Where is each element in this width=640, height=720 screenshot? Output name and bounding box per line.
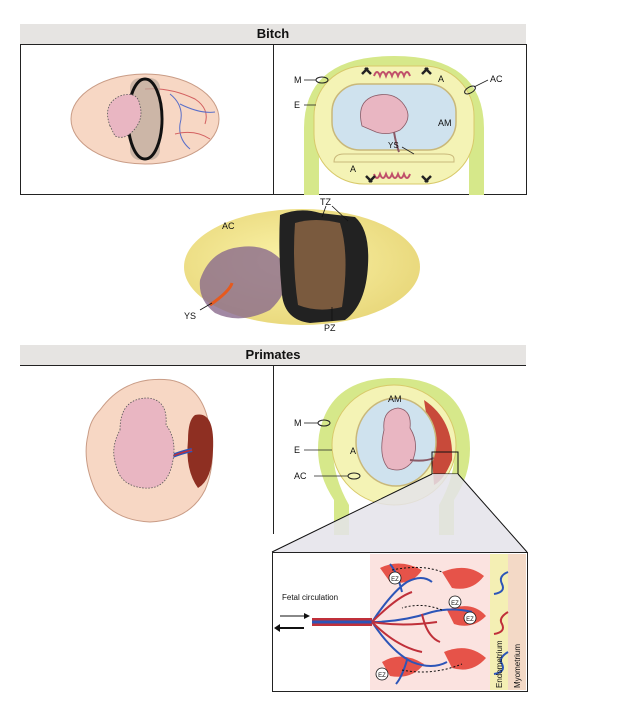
- svg-text:EZ: EZ: [391, 577, 399, 583]
- label-tz: TZ: [320, 197, 331, 207]
- section-title-primates: Primates: [245, 347, 301, 362]
- label-myometrium: Myometrium: [513, 644, 522, 688]
- ez-marker: EZ: [375, 667, 389, 681]
- label-m: M: [294, 75, 302, 85]
- ez-marker: EZ: [463, 611, 477, 625]
- fetus-in-sac: [199, 246, 287, 319]
- zonary-villi-bottom: [365, 171, 432, 183]
- svg-text:EZ: EZ: [466, 617, 474, 623]
- arrow-in-head: [304, 613, 310, 619]
- myometrium-layer: [508, 554, 526, 690]
- yolk-sac-vessel: [209, 282, 234, 307]
- section-header-primates: Primates: [20, 345, 526, 366]
- label-a-top: A: [438, 74, 444, 84]
- placental-zone: [294, 220, 346, 310]
- ys-leader: [401, 146, 415, 155]
- umbilical-cord: [393, 131, 400, 153]
- label-endometrium: Endometrium: [495, 640, 504, 688]
- bitch-conceptus-diagram: [70, 73, 220, 165]
- ys-leader: [199, 302, 213, 311]
- label-ys: YS: [388, 141, 399, 150]
- flow-arrows: [391, 566, 463, 673]
- placenta-detail-diagram: EZ EZ EZ EZ Fetal circulation Endometriu…: [274, 554, 526, 690]
- discoid-placenta: [187, 414, 214, 488]
- ez-marker: EZ: [388, 571, 402, 585]
- label-fetal-circulation: Fetal circulation: [282, 593, 338, 602]
- label-am: AM: [438, 118, 452, 128]
- label-e: E: [294, 445, 300, 455]
- canine-conceptus-photo: AC TZ YS PZ: [184, 197, 420, 333]
- label-e: E: [294, 100, 300, 110]
- primate-cross-section-diagram: M AM E A AC: [294, 378, 470, 535]
- maternal-spiral-arteries: [493, 571, 509, 675]
- label-am: AM: [388, 394, 402, 404]
- ez-marker: EZ: [448, 595, 462, 609]
- label-ac: AC: [490, 74, 503, 84]
- chorion-vessel: [179, 103, 216, 113]
- label-ac: AC: [222, 221, 235, 231]
- zoom-line-right: [457, 473, 528, 553]
- label-pz: PZ: [324, 323, 336, 333]
- fetus: [107, 93, 142, 138]
- svg-text:EZ: EZ: [451, 601, 459, 607]
- ac-leader: [473, 79, 489, 88]
- yolk-sac: [333, 153, 455, 163]
- primate-conceptus-diagram: [85, 378, 214, 523]
- tz-leader-1: [321, 205, 327, 218]
- svg-text:EZ: EZ: [378, 673, 386, 679]
- fetus: [360, 94, 409, 134]
- tz-leader-2: [331, 205, 349, 222]
- zoom-line-left: [271, 473, 433, 553]
- zonary-villi-top: [361, 67, 432, 79]
- chorion-vessel: [169, 93, 191, 150]
- arrow-out-head: [274, 624, 280, 632]
- fetus: [113, 397, 175, 489]
- villous-tree: [371, 563, 473, 685]
- label-ys: YS: [184, 311, 196, 321]
- label-a: A: [350, 446, 356, 456]
- panel-divider: [273, 366, 274, 534]
- label-ac: AC: [294, 471, 307, 481]
- label-m: M: [294, 418, 302, 428]
- panel-divider: [273, 44, 274, 195]
- label-a-bottom: A: [350, 164, 356, 174]
- chorion-vessel: [174, 131, 211, 140]
- bitch-cross-section-diagram: M E A AC AM YS A: [294, 56, 503, 195]
- fetus: [381, 407, 416, 471]
- zoom-cone: [272, 474, 527, 552]
- section-title-bitch: Bitch: [256, 26, 290, 41]
- ac-marker: [464, 85, 476, 95]
